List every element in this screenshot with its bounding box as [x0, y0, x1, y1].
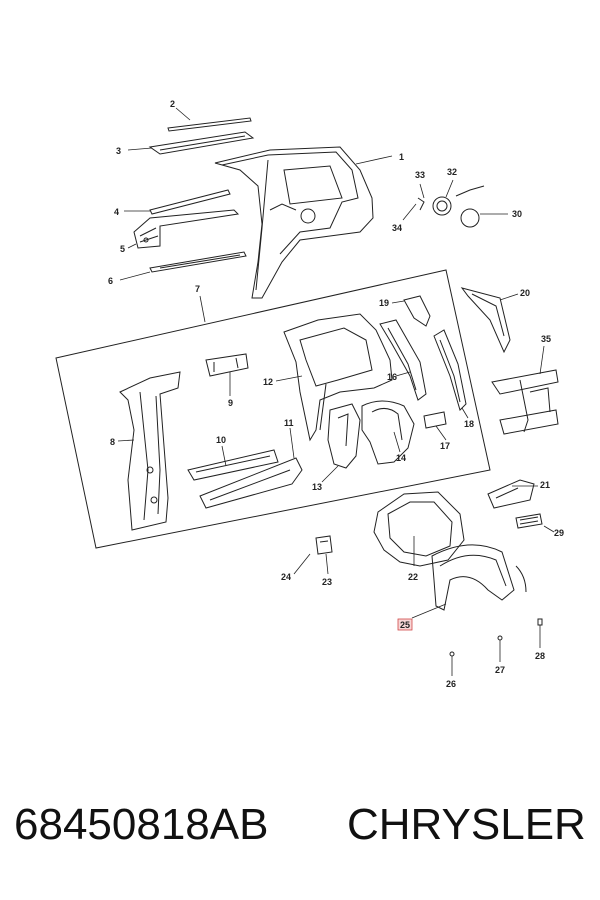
- part-18-pillar-reinforcement: [433, 329, 469, 419]
- part-9-bracket: [205, 353, 249, 396]
- part-25-wheelhouse-liner: [411, 544, 527, 619]
- part-16-panel: [379, 319, 427, 401]
- label-12: 12: [263, 377, 273, 387]
- label-17: 17: [440, 441, 450, 451]
- part-23-clip: [293, 535, 333, 575]
- label-1: 1: [399, 152, 404, 162]
- part-28-fastener: [537, 618, 543, 648]
- footer: 68450818AB CHRYSLER: [0, 800, 600, 870]
- label-23: 23: [322, 577, 332, 587]
- label-26: 26: [446, 679, 456, 689]
- part-12-quarter-inner: [275, 313, 393, 442]
- part-4-molding: [124, 189, 231, 215]
- part-29-vent: [515, 513, 555, 533]
- part-20-pillar: [460, 287, 519, 354]
- part-5-bracket: [127, 209, 240, 249]
- label-9: 9: [228, 398, 233, 408]
- part-17-bracket: [423, 411, 447, 441]
- label-16: 16: [387, 372, 397, 382]
- label-3: 3: [116, 146, 121, 156]
- label-5: 5: [120, 244, 125, 254]
- label-13: 13: [312, 482, 322, 492]
- label-7: 7: [195, 284, 200, 294]
- label-30: 30: [512, 209, 522, 219]
- label-21: 21: [540, 480, 550, 490]
- part-27-fastener: [497, 635, 503, 662]
- label-6: 6: [108, 276, 113, 286]
- label-11: 11: [284, 418, 294, 428]
- part-19-bracket: [391, 295, 431, 327]
- part-2-drip-molding: [167, 107, 252, 132]
- parts-diagram: 1 2 3 4 5 6 7 8 9 10 11 12 13 14 16 17 1…: [55, 99, 564, 689]
- part-11-sill: [199, 427, 303, 509]
- label-24: 24: [281, 572, 291, 582]
- label-19: 19: [379, 298, 389, 308]
- part-14-wheelhouse: [361, 400, 415, 465]
- label-28: 28: [535, 651, 545, 661]
- part-number: 68450818AB: [14, 800, 269, 849]
- label-20: 20: [520, 288, 530, 298]
- part-21-bracket: [487, 479, 538, 509]
- label-22: 22: [408, 572, 418, 582]
- part-10-reinforcement: [187, 445, 279, 481]
- part-33-fuel-door-parts: [402, 179, 508, 228]
- part-6-sill-strip: [119, 251, 247, 281]
- part-13-wheelhouse-outer: [321, 403, 361, 483]
- label-29: 29: [554, 528, 564, 538]
- label-35: 35: [541, 334, 551, 344]
- label-10: 10: [216, 435, 226, 445]
- part-8-pillar: [117, 371, 181, 531]
- label-27: 27: [495, 665, 505, 675]
- label-34: 34: [392, 223, 402, 233]
- label-32: 32: [447, 167, 457, 177]
- part-35-support-assembly: [491, 345, 559, 435]
- label-4: 4: [114, 207, 119, 217]
- part-26-fastener: [449, 651, 455, 676]
- brand-name: CHRYSLER: [347, 800, 586, 849]
- part-7-inner-panel-box: [55, 269, 491, 549]
- label-14: 14: [396, 453, 406, 463]
- part-22-wheelhouse-inner: [373, 491, 465, 567]
- label-33: 33: [415, 170, 425, 180]
- highlight-box: [397, 618, 413, 631]
- part-3-roof-rail: [127, 131, 255, 155]
- label-25: 25: [400, 620, 410, 630]
- part-1-body-side-aperture: [214, 146, 393, 299]
- label-18: 18: [464, 419, 474, 429]
- label-8: 8: [110, 437, 115, 447]
- label-2: 2: [170, 99, 175, 109]
